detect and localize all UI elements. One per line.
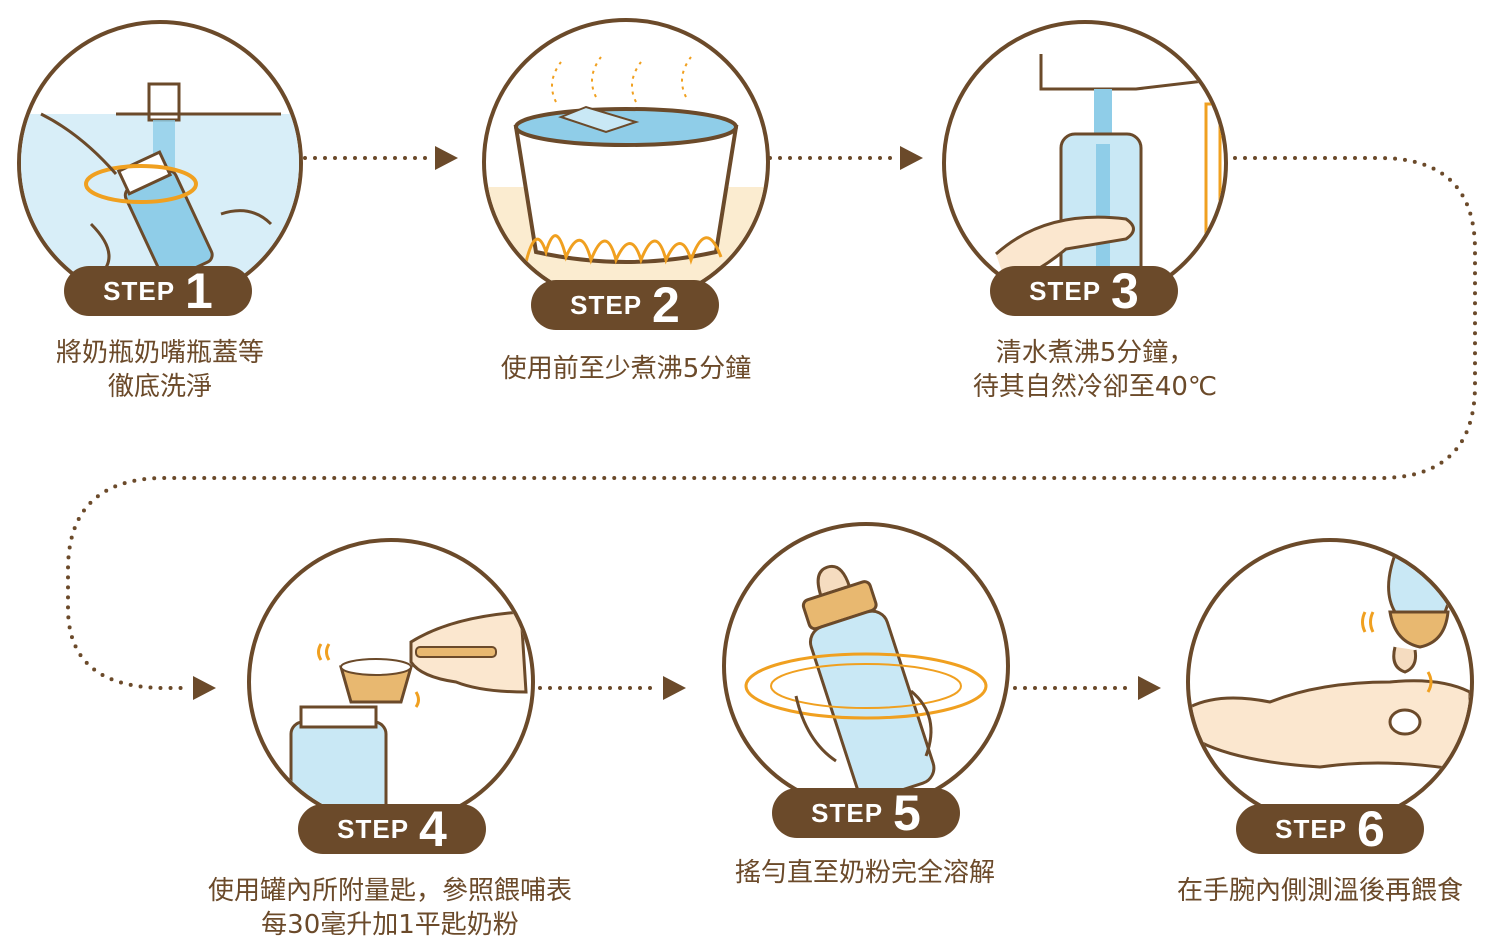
step-6-caption-line-1: 在手腕內側測溫後再餵食	[1176, 876, 1463, 906]
step-4-illustration	[247, 538, 535, 826]
step-5-badge: STEP 5	[772, 788, 960, 838]
filling-bottle-icon	[994, 54, 1222, 286]
step-6-caption: 在手腕內側測溫後再餵食	[1140, 874, 1500, 908]
step-4-badge-label: STEP	[337, 813, 410, 844]
step-4-caption-line-2: 每30毫升加1平匙奶粉	[261, 910, 519, 940]
step-3-caption-line-1: 清水煮沸5分鐘，	[995, 338, 1195, 368]
step-6-badge-number: 6	[1357, 801, 1385, 857]
washing-bottle-icon	[21, 82, 299, 302]
step-2-badge: STEP 2	[531, 280, 719, 330]
step-6-illustration	[1186, 538, 1474, 826]
connector-3-4	[66, 156, 1477, 690]
step-3-badge-label: STEP	[1029, 275, 1102, 306]
step-4-badge-number: 4	[419, 801, 447, 857]
arrow-head-5	[663, 676, 686, 700]
step-6-badge-label: STEP	[1275, 813, 1348, 844]
step-2-illustration	[482, 18, 770, 306]
step-4-badge: STEP 4	[298, 804, 486, 854]
step-5-badge-label: STEP	[811, 797, 884, 828]
step-3-illustration	[942, 20, 1228, 306]
step-2-badge-number: 2	[652, 277, 680, 333]
boiling-pot-icon	[486, 56, 766, 302]
step-3-caption-line-2: 待其自然冷卻至40℃	[972, 372, 1218, 402]
step-1-badge: STEP 1	[64, 266, 252, 316]
shaking-bottle-icon	[744, 564, 988, 801]
step-5-illustration	[722, 522, 1010, 810]
step-4-caption: 使用罐內所附量匙，參照餵哺表 每30毫升加1平匙奶粉	[140, 874, 640, 942]
step-5-caption-line-1: 搖勻直至奶粉完全溶解	[734, 858, 995, 888]
step-3-badge: STEP 3	[990, 266, 1178, 316]
step-5-badge-number: 5	[893, 785, 921, 841]
step-2-caption: 使用前至少煮沸5分鐘	[451, 352, 801, 386]
measuring-scoop-icon	[289, 610, 528, 822]
step-1-caption: 將奶瓶奶嘴瓶蓋等 徹底洗淨	[0, 336, 320, 404]
arrow-head-2	[435, 146, 458, 170]
wrist-test-icon	[1190, 542, 1470, 774]
step-5-caption: 搖勻直至奶粉完全溶解	[690, 856, 1040, 890]
step-1-badge-label: STEP	[103, 275, 176, 306]
arrow-head-4	[193, 676, 216, 700]
step-6-badge: STEP 6	[1236, 804, 1424, 854]
step-3-badge-number: 3	[1111, 263, 1139, 319]
step-1-illustration	[17, 20, 303, 306]
step-1-caption-line-1: 將奶瓶奶嘴瓶蓋等	[55, 338, 264, 368]
step-2-badge-label: STEP	[570, 289, 643, 320]
step-4-caption-line-1: 使用罐內所附量匙，參照餵哺表	[207, 876, 572, 906]
step-1-caption-line-2: 徹底洗淨	[107, 372, 212, 402]
step-1-badge-number: 1	[185, 263, 213, 319]
step-3-caption: 清水煮沸5分鐘， 待其自然冷卻至40℃	[930, 336, 1260, 404]
step-2-caption-line-1: 使用前至少煮沸5分鐘	[500, 354, 752, 384]
arrow-head-6	[1138, 676, 1161, 700]
arrow-head-3	[900, 146, 923, 170]
